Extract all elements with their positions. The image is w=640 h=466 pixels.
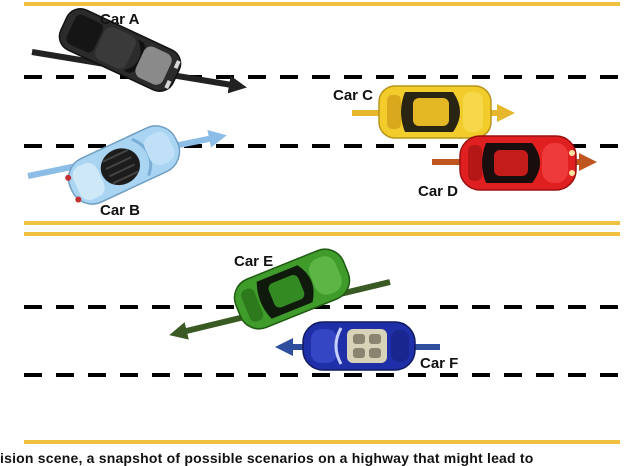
figure-caption: ision scene, a snapshot of possible scen… bbox=[0, 450, 534, 466]
car-e-label: Car E bbox=[234, 253, 273, 270]
road-edges bbox=[24, 2, 620, 444]
car-a bbox=[58, 8, 182, 92]
car-b-label: Car B bbox=[100, 202, 140, 219]
car-c-label: Car C bbox=[333, 87, 373, 104]
car-b bbox=[65, 125, 181, 205]
road-edge-middle-lower bbox=[24, 232, 620, 236]
road-edge-top bbox=[24, 2, 620, 6]
car-c bbox=[378, 85, 492, 139]
car-d-label: Car D bbox=[418, 183, 458, 200]
road-edge-bottom bbox=[24, 440, 620, 444]
car-f-label: Car F bbox=[420, 355, 458, 372]
car-f bbox=[302, 321, 416, 371]
car-d bbox=[459, 135, 577, 191]
car-a-label: Car A bbox=[100, 11, 140, 28]
car-e bbox=[233, 248, 351, 330]
road-edge-middle-upper bbox=[24, 221, 620, 225]
